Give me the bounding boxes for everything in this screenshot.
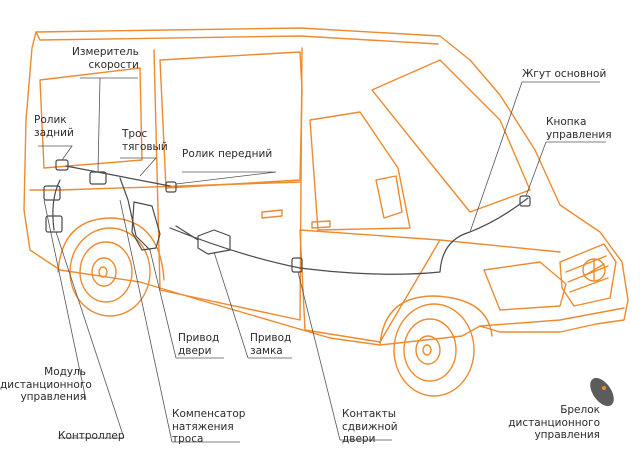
leader-door-drive	[149, 249, 224, 359]
label-lock-drive: Привод замка	[250, 332, 292, 357]
leader-speedometer	[80, 77, 138, 173]
leader-controller	[55, 231, 125, 439]
remote-module-unit	[43, 185, 61, 201]
label-speedometer: Измеритель скорости	[72, 46, 139, 71]
door-handle-front	[311, 220, 331, 229]
traction-cable	[65, 165, 171, 251]
front-roller-unit	[165, 181, 177, 193]
door-handle-rear	[261, 209, 283, 219]
front-side-window	[309, 111, 411, 231]
label-sliding-door-contacts: Контакты сдвижной двери	[342, 408, 398, 445]
label-main-harness: Жгут основной	[522, 68, 607, 80]
door-drive-unit	[131, 201, 161, 251]
key-fob-illustration	[590, 377, 614, 407]
main-harness-wire	[169, 197, 529, 275]
lock-drive-unit	[197, 229, 231, 255]
leader-front-roller	[175, 171, 277, 185]
roof-line	[35, 31, 439, 45]
leader-rear-roller	[38, 145, 73, 161]
front-wheel-arch	[379, 295, 493, 346]
label-traction-cable: Трос тяговый	[122, 128, 168, 153]
label-remote-module: Модуль дистанционного управления	[0, 366, 92, 403]
leader-lock-drive	[213, 251, 292, 359]
door-contacts-unit	[291, 257, 303, 273]
windshield	[371, 59, 531, 213]
label-door-drive: Привод двери	[178, 332, 220, 357]
rear-roller-unit	[55, 159, 69, 171]
door-rail	[59, 181, 301, 191]
leader-cable-tensioner	[119, 199, 240, 443]
leader-control-button	[525, 141, 606, 197]
rear-wheel-arch	[57, 217, 165, 281]
rear-window	[39, 67, 143, 169]
sliding-door-outline	[153, 47, 303, 321]
label-controller: Контроллер	[58, 430, 125, 442]
rear-wheel	[69, 227, 151, 317]
front-wheel	[393, 303, 475, 397]
leader-main-harness	[469, 81, 600, 233]
label-control-button: Кнопка управления	[546, 116, 612, 141]
headlight	[483, 261, 567, 311]
controller-unit	[45, 215, 63, 233]
front-bumper	[479, 307, 625, 327]
label-rear-roller: Ролик задний	[34, 114, 74, 139]
control-button-unit	[519, 195, 531, 207]
front-door-outline	[299, 229, 441, 343]
label-cable-tensioner: Компенсатор натяжения троса	[172, 408, 246, 445]
leader-traction-cable	[120, 157, 157, 177]
label-key-fob: Брелок дистанционного управления	[508, 404, 600, 441]
van-body-outline	[23, 27, 629, 346]
leader-remote-module	[43, 199, 87, 401]
side-mirror	[375, 175, 403, 219]
grille	[559, 243, 617, 307]
lock-rod	[175, 225, 199, 241]
leader-door-contacts	[297, 271, 392, 441]
label-front-roller: Ролик передний	[182, 148, 273, 160]
rear-harness-wire	[52, 179, 61, 231]
side-window	[159, 51, 303, 189]
